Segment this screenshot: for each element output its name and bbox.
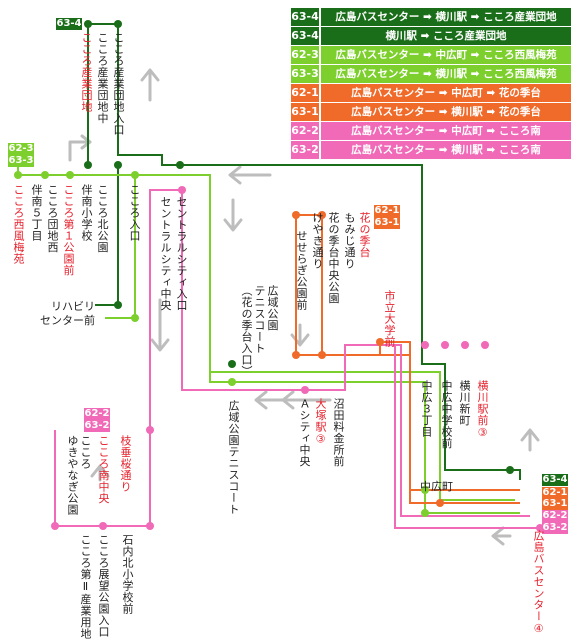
legend-code: 63-3 <box>291 65 319 83</box>
route-pink-line <box>54 189 540 529</box>
stop-label: 沼田料金所前 <box>332 398 345 467</box>
legend-code: 62-2 <box>291 122 319 140</box>
legend-desc: 広島バスセンター ➡ 中広町 ➡ こころ南 <box>321 122 571 140</box>
legend-desc: 広島バスセンター ➡ 中広町 ➡ 花の季台 <box>321 84 571 102</box>
stop-label: 枝垂桜通り <box>119 435 132 493</box>
stop-label: こころ第Ⅱ産業用地 <box>79 534 92 640</box>
legend-code: 62-3 <box>291 46 319 64</box>
route-tag: 63-3 <box>8 155 34 167</box>
route-tag: 63-2 <box>84 420 110 432</box>
legend-desc: 横川駅 ➡ こころ産業団地 <box>321 27 571 45</box>
stop-dots <box>14 20 544 532</box>
stop-label: 花の季台中央公園 <box>327 212 340 304</box>
stop-label: 広島バスセンター④ <box>532 530 545 636</box>
direction-arrows <box>68 68 540 546</box>
stop-label: 中広３丁目 <box>420 380 433 438</box>
stop-label: せせらぎ公園前 <box>295 230 308 311</box>
route-tag: 62-1 <box>542 487 568 499</box>
stop-label: 石内北小学校前 <box>121 534 134 615</box>
legend-code: 63-4 <box>291 8 319 26</box>
legend-code: 62-1 <box>291 84 319 102</box>
stop-label: 横川新町 <box>458 380 471 426</box>
legend-desc: 広島バスセンター ➡ 横川駅 ➡ こころ産業団地 <box>321 8 571 26</box>
route-tag: 63-1 <box>542 498 568 510</box>
stop-label: けやき通り <box>311 212 324 270</box>
stop-label: こころ第１公園前 <box>62 184 75 276</box>
stop-label: 花の季台 <box>358 212 371 258</box>
route-tag: 63-4 <box>56 18 82 30</box>
stop-label: こころ展望公園入口 <box>97 534 110 638</box>
route-tag: 62-3 <box>8 143 34 155</box>
stop-label: こころ北公園 <box>96 184 109 253</box>
route-tag: 62-2 <box>542 510 568 522</box>
stop-label: もみじ通り <box>343 212 356 270</box>
stop-label: 広域公園テニスコート <box>227 400 240 515</box>
legend-desc: 広島バスセンター ➡ 横川駅 ➡ 花の季台 <box>321 103 571 121</box>
stop-label: こころ西風梅苑 <box>12 184 25 265</box>
route-tag: 63-4 <box>542 474 568 486</box>
stop-label: 広域公園 テニスコート （花の季台入口） <box>240 285 279 377</box>
stop-label: セントラルシティ中央 <box>159 196 172 311</box>
stop-label: セントラルシティ入口 <box>175 196 188 311</box>
stop-label: 中広中学校前 <box>440 380 453 449</box>
legend-desc: 広島バスセンター ➡ 横川駅 ➡ こころ南 <box>321 141 571 159</box>
legend-code: 63-1 <box>291 103 319 121</box>
legend-code: 63-4 <box>291 27 319 45</box>
stop-label: こころ団地西 <box>46 184 59 253</box>
stop-label: 市立大学前 <box>383 290 396 348</box>
route-tag: 63-1 <box>374 217 400 229</box>
stop-label: 伴南小学校 <box>80 184 93 242</box>
route-tag: 63-2 <box>542 522 568 534</box>
stop-label: 中広町 <box>420 480 453 493</box>
stop-label: 大塚駅③ <box>314 398 327 446</box>
route-tag: 62-2 <box>84 408 110 420</box>
legend-desc: 広島バスセンター ➡ 中広町 ➡ こころ西風梅苑 <box>321 46 571 64</box>
route-tag: 62-1 <box>374 205 400 217</box>
stop-label: こころ ゆきやなぎ公園 <box>66 435 92 516</box>
stop-label: こころ産業団地 <box>80 32 93 113</box>
stop-label: こころ南中央 <box>97 435 110 504</box>
stop-label: こころ産業団地中 <box>96 32 109 124</box>
stop-label: 伴南５丁目 <box>30 184 43 242</box>
legend-desc: 広島バスセンター ➡ 横川駅 ➡ こころ西風梅苑 <box>321 65 571 83</box>
stop-label: 横川駅前③ <box>476 380 489 440</box>
stop-label: こころ産業団地入口 <box>112 32 125 136</box>
stop-label: リハビリ センター前 <box>40 300 95 327</box>
stop-label: Ａシティ中央 <box>298 398 311 467</box>
stop-label: こころ入口 <box>128 184 141 242</box>
legend-code: 63-2 <box>291 141 319 159</box>
